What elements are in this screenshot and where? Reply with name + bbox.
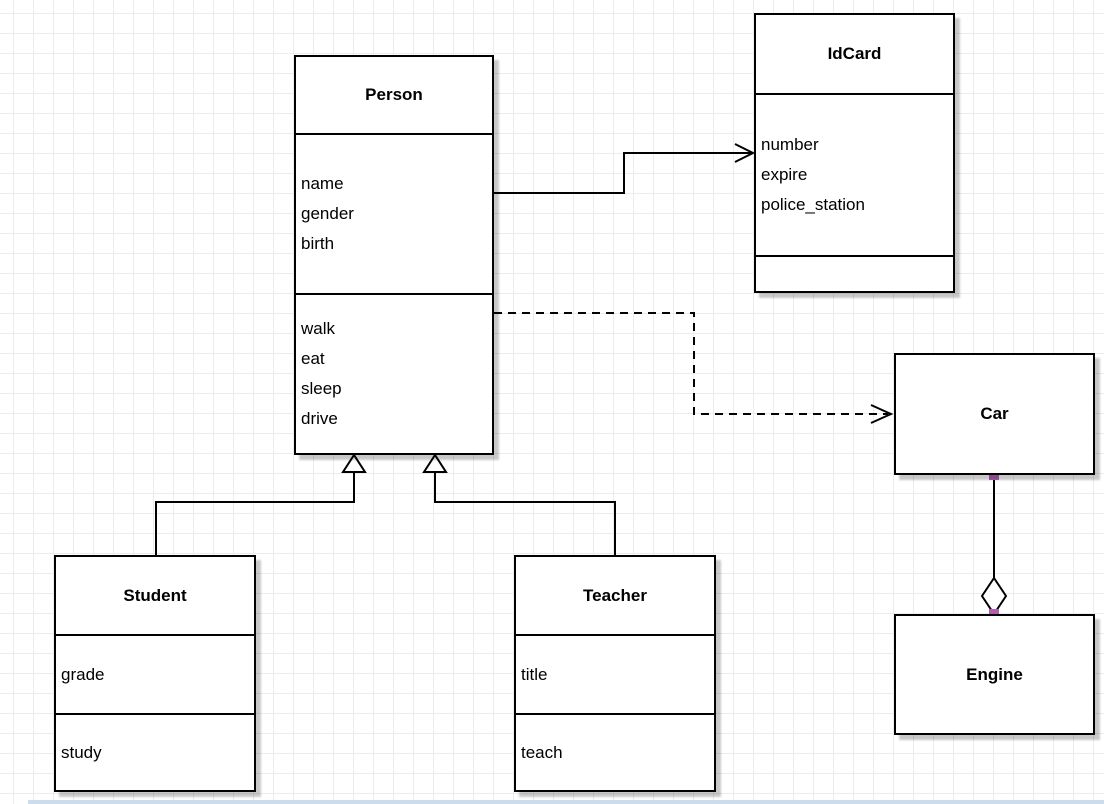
- methods-section: study: [56, 713, 254, 790]
- attribute: title: [521, 664, 548, 684]
- attributes-section: name gender birth: [296, 133, 492, 293]
- method: eat: [301, 349, 325, 368]
- dependency-person-car[interactable]: [494, 312, 888, 415]
- method: teach: [521, 742, 563, 762]
- attribute: birth: [301, 234, 335, 253]
- open-arrow-icon: [734, 143, 756, 163]
- class-car[interactable]: Car: [894, 353, 1095, 475]
- attributes-section: number expire police_station: [756, 93, 953, 255]
- methods-section: walk eat sleep drive: [296, 293, 492, 453]
- attribute: police_station: [761, 195, 865, 214]
- endpoint-handle[interactable]: [989, 470, 999, 480]
- class-teacher[interactable]: Teacher title teach: [514, 555, 716, 792]
- attribute: grade: [61, 664, 105, 684]
- class-title: Student: [123, 585, 187, 605]
- class-title: Engine: [966, 664, 1023, 684]
- method: study: [61, 742, 102, 762]
- hollow-diamond-icon: [980, 576, 1008, 616]
- methods-section: [756, 255, 953, 291]
- method: walk: [301, 319, 336, 338]
- open-arrow-icon: [870, 404, 894, 424]
- hollow-triangle-icon: [341, 453, 367, 473]
- class-title: Person: [365, 85, 423, 104]
- class-engine[interactable]: Engine: [894, 614, 1095, 735]
- attribute: gender: [301, 204, 354, 223]
- page-edge: [28, 800, 1104, 804]
- method: sleep: [301, 379, 342, 398]
- generalization-teacher-person[interactable]: [434, 472, 616, 555]
- class-title: IdCard: [827, 44, 882, 63]
- class-title: Teacher: [583, 585, 647, 605]
- hollow-triangle-icon: [422, 453, 448, 473]
- association-person-idcard[interactable]: [494, 152, 751, 194]
- generalization-student-person[interactable]: [155, 472, 355, 555]
- attribute: number: [761, 135, 819, 154]
- attributes-section: title: [516, 634, 714, 713]
- attribute: name: [301, 174, 344, 193]
- methods-section: teach: [516, 713, 714, 790]
- method: drive: [301, 409, 338, 428]
- attributes-section: grade: [56, 634, 254, 713]
- attribute: expire: [761, 165, 808, 184]
- class-person[interactable]: Person name gender birth walk eat sleep …: [294, 55, 494, 455]
- class-idcard[interactable]: IdCard number expire police_station: [754, 13, 955, 293]
- class-title: Car: [980, 404, 1009, 423]
- class-student[interactable]: Student grade study: [54, 555, 256, 792]
